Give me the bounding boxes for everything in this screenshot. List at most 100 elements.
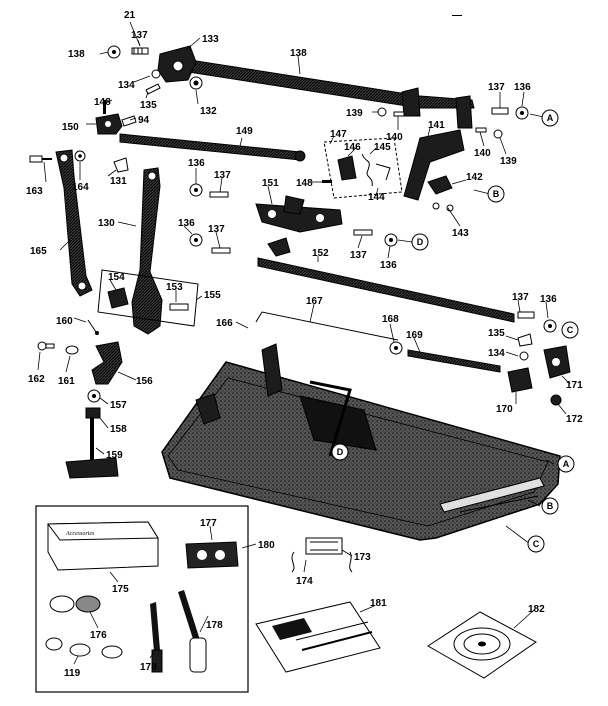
callout-178: 178 bbox=[206, 620, 223, 631]
ref-circle-c-top: C bbox=[561, 321, 579, 339]
screw-162 bbox=[37, 341, 55, 351]
callout-158: 158 bbox=[110, 424, 127, 435]
nut-132 bbox=[189, 76, 203, 90]
clamp-150 bbox=[95, 113, 123, 135]
callout-133: 133 bbox=[202, 34, 219, 45]
ref-circle-a-top: A bbox=[541, 109, 559, 127]
callout-141: 141 bbox=[428, 120, 445, 131]
latch-173 bbox=[305, 537, 343, 555]
callout-137-c: 137 bbox=[214, 170, 231, 181]
bracket-kit-155 bbox=[97, 269, 199, 327]
callout-135-b: 135 bbox=[488, 328, 505, 339]
washer-164 bbox=[74, 150, 86, 162]
washer-138-low bbox=[189, 233, 203, 247]
callout-175: 175 bbox=[112, 584, 129, 595]
screw-140-a bbox=[393, 111, 405, 117]
svg-text:B: B bbox=[493, 189, 500, 199]
callout-172: 172 bbox=[566, 414, 583, 425]
callout-139-a: 139 bbox=[346, 108, 363, 119]
callout-143: 143 bbox=[452, 228, 469, 239]
callout-136-b: 136 bbox=[188, 158, 205, 169]
callout-164: 164 bbox=[72, 182, 89, 193]
callout-140-b: 140 bbox=[474, 148, 491, 159]
screw-137-mid bbox=[209, 191, 229, 198]
ref-circle-d-base: D bbox=[337, 447, 344, 457]
washer-134-b bbox=[519, 351, 529, 361]
wire-167 bbox=[255, 311, 399, 341]
svg-text:C: C bbox=[567, 325, 574, 335]
callout-157: 157 bbox=[110, 400, 127, 411]
screw-139-b bbox=[493, 129, 503, 139]
ref-circle-d-top: D bbox=[411, 233, 429, 251]
callout-137-a: 137 bbox=[131, 30, 148, 41]
callout-137-d: 137 bbox=[208, 224, 225, 235]
arm-130 bbox=[131, 167, 163, 335]
svg-text:B: B bbox=[547, 501, 554, 511]
callout-137-e: 137 bbox=[350, 250, 367, 261]
callout-174: 174 bbox=[296, 576, 313, 587]
disc-182 bbox=[427, 611, 537, 679]
callout-160: 160 bbox=[56, 316, 73, 327]
callout-170: 170 bbox=[496, 404, 513, 415]
callout-166: 166 bbox=[216, 318, 233, 329]
callout-146: 146 bbox=[344, 142, 361, 153]
svg-text:D: D bbox=[417, 237, 424, 247]
callout-136-d: 136 bbox=[380, 260, 397, 271]
callout-179: 179 bbox=[140, 662, 157, 673]
screw-139-a bbox=[377, 107, 387, 117]
link-142 bbox=[427, 175, 453, 195]
callout-152: 152 bbox=[312, 248, 329, 259]
collar-136-c bbox=[543, 319, 557, 333]
callout-140-a: 140 bbox=[386, 132, 403, 143]
callout-148: 148 bbox=[94, 97, 111, 108]
callout-94: 94 bbox=[138, 115, 150, 126]
callout-177: 177 bbox=[200, 518, 217, 529]
collar-158 bbox=[85, 407, 101, 419]
pin-148 bbox=[103, 100, 106, 114]
ref-circle-c-base: C bbox=[527, 535, 545, 553]
svg-text:A: A bbox=[563, 459, 570, 469]
callout-180: 180 bbox=[258, 540, 275, 551]
callout-137-f: 137 bbox=[512, 292, 529, 303]
screw-137-low bbox=[211, 247, 231, 254]
figure-number: 21 bbox=[124, 10, 136, 21]
callout-176: 176 bbox=[90, 630, 107, 641]
pin-148-b bbox=[322, 180, 332, 183]
callout-150: 150 bbox=[62, 122, 79, 133]
package-label: Accessories bbox=[65, 531, 95, 537]
callout-173: 173 bbox=[354, 552, 371, 563]
screw-163 bbox=[29, 155, 52, 163]
bracket-171 bbox=[543, 345, 571, 379]
top-rod-138 bbox=[187, 59, 475, 129]
block-170 bbox=[507, 367, 533, 393]
callout-155: 155 bbox=[204, 290, 221, 301]
svg-text:D: D bbox=[337, 447, 344, 457]
callout-142: 142 bbox=[466, 172, 483, 183]
part-callouts: 137 138 133 134 135 132 138 148 94 150 1… bbox=[26, 30, 583, 679]
shaft-169 bbox=[407, 349, 501, 373]
lever-165 bbox=[55, 149, 93, 297]
callout-134: 134 bbox=[118, 80, 135, 91]
callout-153: 153 bbox=[166, 282, 183, 293]
collar-136-top bbox=[515, 106, 529, 120]
callout-144: 144 bbox=[368, 192, 385, 203]
collar-157 bbox=[87, 389, 101, 403]
callout-169: 169 bbox=[406, 330, 423, 341]
callout-147: 147 bbox=[330, 129, 347, 140]
callout-161: 161 bbox=[58, 376, 75, 387]
svg-text:A: A bbox=[547, 113, 554, 123]
ref-circle-b-base: B bbox=[541, 497, 559, 515]
elbow-156 bbox=[91, 341, 123, 385]
callout-159: 159 bbox=[106, 450, 123, 461]
spring-174 bbox=[291, 551, 353, 573]
screw-137-top bbox=[131, 47, 149, 55]
callout-131: 131 bbox=[110, 176, 127, 187]
callout-154: 154 bbox=[108, 272, 125, 283]
callout-181: 181 bbox=[370, 598, 387, 609]
ref-circle-b-top: B bbox=[487, 185, 505, 203]
callout-145: 145 bbox=[374, 142, 391, 153]
callout-138-b: 138 bbox=[290, 48, 307, 59]
screw-131 bbox=[113, 157, 129, 173]
callout-135: 135 bbox=[140, 100, 157, 111]
screw-135 bbox=[145, 83, 161, 95]
